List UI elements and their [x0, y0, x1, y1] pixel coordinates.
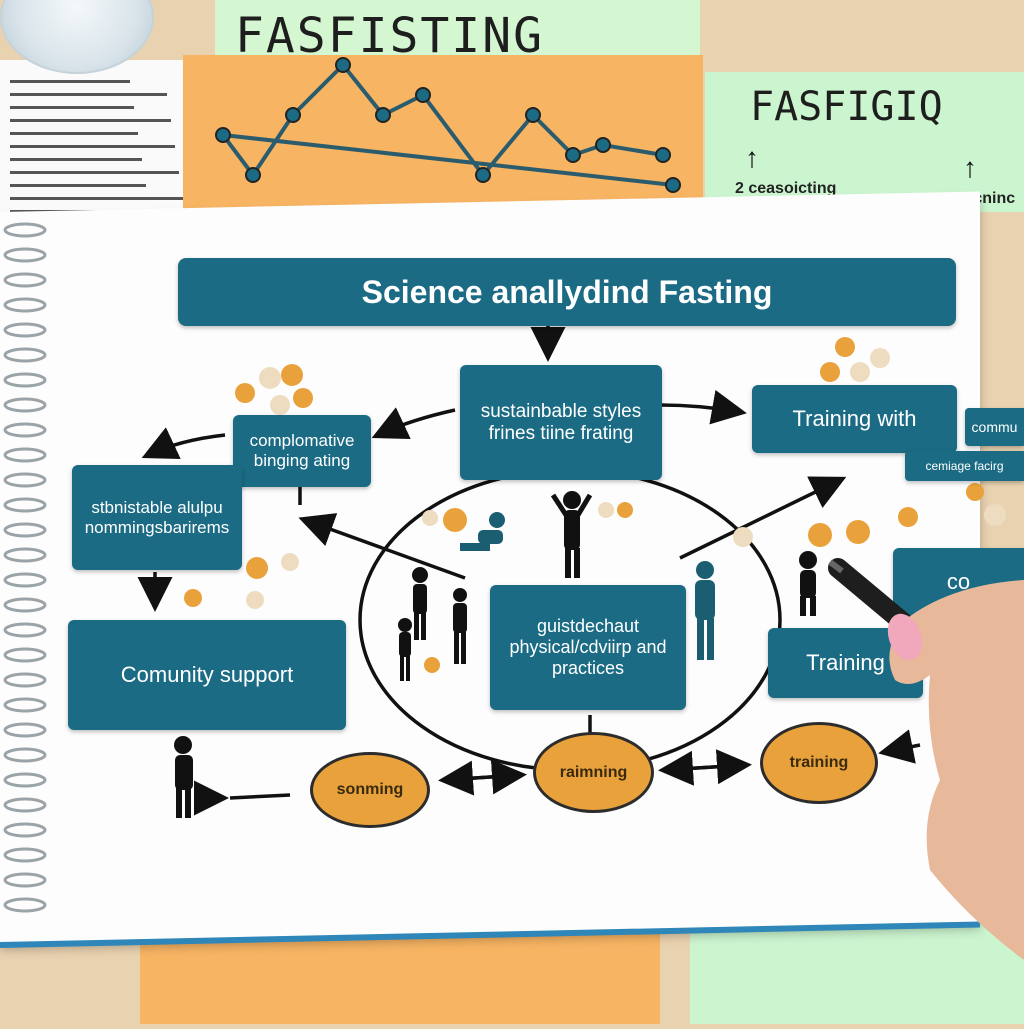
document-line — [10, 119, 171, 122]
document-line — [10, 145, 175, 148]
spiral-ring — [3, 297, 47, 313]
spiral-ring — [3, 722, 47, 738]
center-box: sustainbable styles frines tiine frating — [460, 365, 662, 480]
document-line — [10, 132, 138, 135]
middle-box: guistdechaut physical/cdviirp and practi… — [490, 585, 686, 710]
spiral-ring — [3, 472, 47, 488]
document-line — [10, 93, 167, 96]
spiral-ring — [3, 497, 47, 513]
person-icon — [453, 588, 467, 664]
right-note-title: FASFIGIQ — [750, 84, 943, 130]
left-mid-box: stbnistable alulpu nommingsbarirems — [72, 465, 242, 570]
right-note: FASFIGIQ ↑ ↑ 2 ceasoicting 2 cninc — [705, 72, 1024, 212]
spiral-ring — [3, 397, 47, 413]
spiral-ring — [3, 772, 47, 788]
spiral-ring — [3, 322, 47, 338]
person-icon — [412, 567, 428, 640]
spiral-ring — [3, 847, 47, 863]
spiral-ring — [3, 522, 47, 538]
right-note-label-left: 2 ceasoicting — [735, 180, 837, 197]
up-arrow-icon: ↑ — [963, 152, 977, 183]
spiral-ring — [3, 547, 47, 563]
spiral-ring — [3, 572, 47, 588]
document-line — [10, 197, 183, 200]
person-icon — [398, 618, 412, 681]
spiral-binding — [0, 215, 60, 935]
spiral-ring — [3, 622, 47, 638]
spiral-ring — [3, 372, 47, 388]
spiral-ring — [3, 797, 47, 813]
left-bottom-box: Comunity support — [68, 620, 346, 730]
bottom-orange-note — [140, 930, 660, 1024]
spiral-ring — [3, 597, 47, 613]
person-icon — [174, 736, 193, 818]
up-arrow-icon: ↑ — [745, 142, 759, 173]
spiral-ring — [3, 822, 47, 838]
right-top-box: Training with — [752, 385, 957, 453]
document-line — [10, 184, 146, 187]
document-line — [10, 171, 179, 174]
right-small-box-2: cemiage facirg — [905, 451, 1024, 481]
spiral-ring — [3, 347, 47, 363]
spiral-ring — [3, 447, 47, 463]
spiral-ring — [3, 672, 47, 688]
spiral-ring — [3, 697, 47, 713]
top-note-title: FASFISTING — [235, 8, 544, 64]
spiral-ring — [3, 747, 47, 763]
spiral-ring — [3, 872, 47, 888]
person-icon — [799, 551, 817, 616]
spiral-ring — [3, 647, 47, 663]
spiral-ring — [3, 272, 47, 288]
document-line — [10, 106, 134, 109]
bottom-pill-1: sonming — [310, 752, 430, 828]
document-line — [10, 158, 142, 161]
line-sketch — [215, 57, 681, 193]
right-small-box-1: commu — [965, 408, 1024, 446]
bottom-pill-2: raimning — [533, 732, 654, 813]
spiral-ring — [3, 247, 47, 263]
left-top-box: complomative binging ating — [233, 415, 371, 487]
spiral-ring — [3, 222, 47, 238]
document-line — [10, 80, 130, 83]
bottom-pill-3: training — [760, 722, 878, 804]
diagram-title: Science anallydind Fasting — [178, 258, 956, 326]
person-icon — [460, 512, 505, 551]
person-icon — [550, 491, 593, 578]
person-icon — [695, 561, 715, 660]
spiral-ring — [3, 897, 47, 913]
orange-chart-note — [183, 55, 703, 215]
spiral-ring — [3, 422, 47, 438]
hand-with-pen — [820, 540, 1024, 1024]
